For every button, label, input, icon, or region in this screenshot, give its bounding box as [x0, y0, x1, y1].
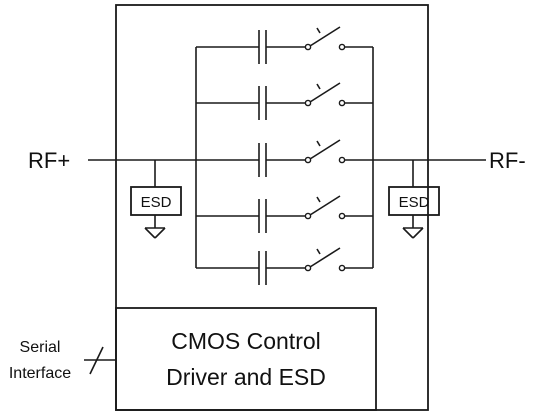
- esd-right: ESD: [388, 160, 440, 239]
- rf-plus-label: RF+: [28, 148, 70, 173]
- esd-left: ESD: [130, 160, 182, 239]
- switch-blade: [309, 247, 341, 268]
- esd-left-box: [130, 186, 182, 216]
- switch-contact: [338, 99, 346, 107]
- switch-actuator: [316, 27, 321, 34]
- switch-actuator: [316, 140, 321, 147]
- serial-label-line1: Serial: [20, 339, 61, 356]
- branch-group: [196, 26, 373, 285]
- control-block-line2: Driver and ESD: [166, 364, 326, 390]
- serial-label-line2: Interface: [9, 365, 71, 382]
- cmos-control-block: [115, 307, 377, 411]
- switch-blade: [309, 26, 341, 47]
- ground-icon: [144, 227, 166, 239]
- bus-slash-icon: [89, 346, 104, 375]
- switch-contact: [304, 99, 312, 107]
- esd-right-label: ESD: [399, 194, 430, 211]
- switch-actuator: [316, 196, 321, 203]
- esd-left-label: ESD: [141, 194, 172, 211]
- switch-blade: [309, 82, 341, 103]
- switch-contact: [338, 212, 346, 220]
- switch-contact: [304, 212, 312, 220]
- ground-icon: [402, 227, 424, 239]
- switch-contact: [338, 264, 346, 272]
- switch-actuator: [316, 83, 321, 90]
- switch-contact: [338, 43, 346, 51]
- switch-contact: [338, 156, 346, 164]
- esd-right-box: [388, 186, 440, 216]
- switch-contact: [304, 264, 312, 272]
- switch-blade: [309, 139, 341, 160]
- switch-contact: [304, 43, 312, 51]
- switch-blade: [309, 195, 341, 216]
- rf-minus-label: RF-: [489, 148, 526, 173]
- switch-contact: [304, 156, 312, 164]
- control-block-line1: CMOS Control: [171, 328, 321, 354]
- switch-actuator: [316, 248, 321, 255]
